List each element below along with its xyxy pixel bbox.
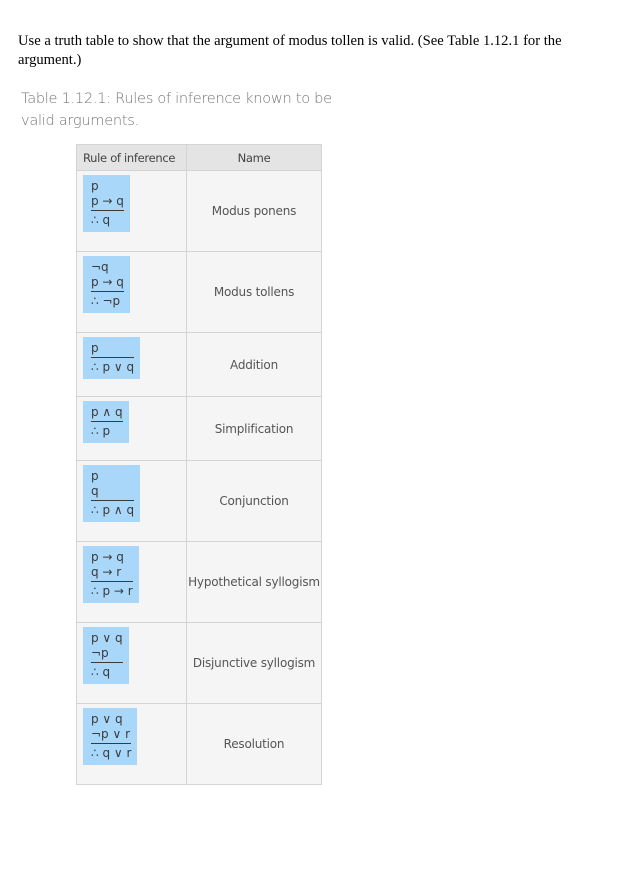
premise: q — [91, 484, 135, 501]
rule-formula: p ∴ p ∨ q — [83, 337, 141, 379]
premise: p ∨ q — [91, 631, 123, 645]
rule-cell: p ∴ p ∨ q — [76, 332, 187, 397]
table-row: p ∴ p ∨ q Addition — [76, 332, 322, 397]
rule-name: Hypothetical syllogism — [186, 541, 322, 623]
rule-cell: ¬q p → q ∴ ¬p — [76, 251, 187, 333]
premise: q → r — [91, 565, 133, 582]
rule-cell: p q ∴ p ∧ q — [76, 460, 187, 542]
premise: p — [91, 469, 99, 483]
premise: ¬p ∨ r — [91, 727, 132, 744]
rule-name: Modus tollens — [186, 251, 322, 333]
question-text: Use a truth table to show that the argum… — [18, 33, 562, 68]
rules-of-inference-table: Rule of inference Name p p → q ∴ q Modus… — [76, 144, 322, 785]
rule-formula: p → q q → r ∴ p → r — [83, 546, 139, 603]
rule-name: Resolution — [186, 703, 322, 785]
table-row: p → q q → r ∴ p → r Hypothetical syllogi… — [76, 541, 322, 623]
rule-cell: p ∨ q ¬p ∴ q — [76, 622, 187, 704]
conclusion: ∴ p → r — [91, 584, 133, 598]
premise: p — [91, 341, 135, 358]
rule-formula: p ∨ q ¬p ∴ q — [83, 627, 129, 684]
rule-formula: p q ∴ p ∧ q — [83, 465, 141, 522]
header-rule-of-inference: Rule of inference — [76, 144, 187, 171]
premise: p → q — [91, 275, 124, 292]
table-header-row: Rule of inference Name — [76, 144, 322, 171]
rule-cell: p ∧ q ∴ p — [76, 396, 187, 461]
premise: p → q — [91, 550, 124, 564]
rule-name: Conjunction — [186, 460, 322, 542]
header-name: Name — [186, 144, 322, 171]
premise: ¬q — [91, 260, 109, 274]
conclusion: ∴ p ∨ q — [91, 360, 135, 374]
rule-formula: p ∨ q ¬p ∨ r ∴ q ∨ r — [83, 708, 138, 765]
table-row: p p → q ∴ q Modus ponens — [76, 170, 322, 252]
premise: p — [91, 179, 99, 193]
table-row: p q ∴ p ∧ q Conjunction — [76, 460, 322, 542]
premise: p ∨ q — [91, 712, 123, 726]
rule-cell: p p → q ∴ q — [76, 170, 187, 252]
table-row: ¬q p → q ∴ ¬p Modus tollens — [76, 251, 322, 333]
table-row: p ∨ q ¬p ∴ q Disjunctive syllogism — [76, 622, 322, 704]
table-row: p ∨ q ¬p ∨ r ∴ q ∨ r Resolution — [76, 703, 322, 785]
rule-name: Addition — [186, 332, 322, 397]
rule-name: Disjunctive syllogism — [186, 622, 322, 704]
rule-name: Simplification — [186, 396, 322, 461]
rule-formula: p ∧ q ∴ p — [83, 401, 129, 443]
conclusion: ∴ q — [91, 665, 111, 679]
rule-formula: p p → q ∴ q — [83, 175, 130, 232]
table-row: p ∧ q ∴ p Simplification — [76, 396, 322, 461]
conclusion: ∴ ¬p — [91, 294, 121, 308]
conclusion: ∴ q — [91, 213, 111, 227]
table-caption: Table 1.12.1: Rules of inference known t… — [21, 90, 332, 129]
premise: p ∧ q — [91, 405, 123, 422]
conclusion: ∴ p ∧ q — [91, 503, 135, 517]
rule-name: Modus ponens — [186, 170, 322, 252]
rule-cell: p ∨ q ¬p ∨ r ∴ q ∨ r — [76, 703, 187, 785]
rule-cell: p → q q → r ∴ p → r — [76, 541, 187, 623]
rule-formula: ¬q p → q ∴ ¬p — [83, 256, 130, 313]
conclusion: ∴ q ∨ r — [91, 746, 132, 760]
conclusion: ∴ p — [91, 424, 111, 438]
premise: p → q — [91, 194, 124, 211]
premise: ¬p — [91, 646, 123, 663]
